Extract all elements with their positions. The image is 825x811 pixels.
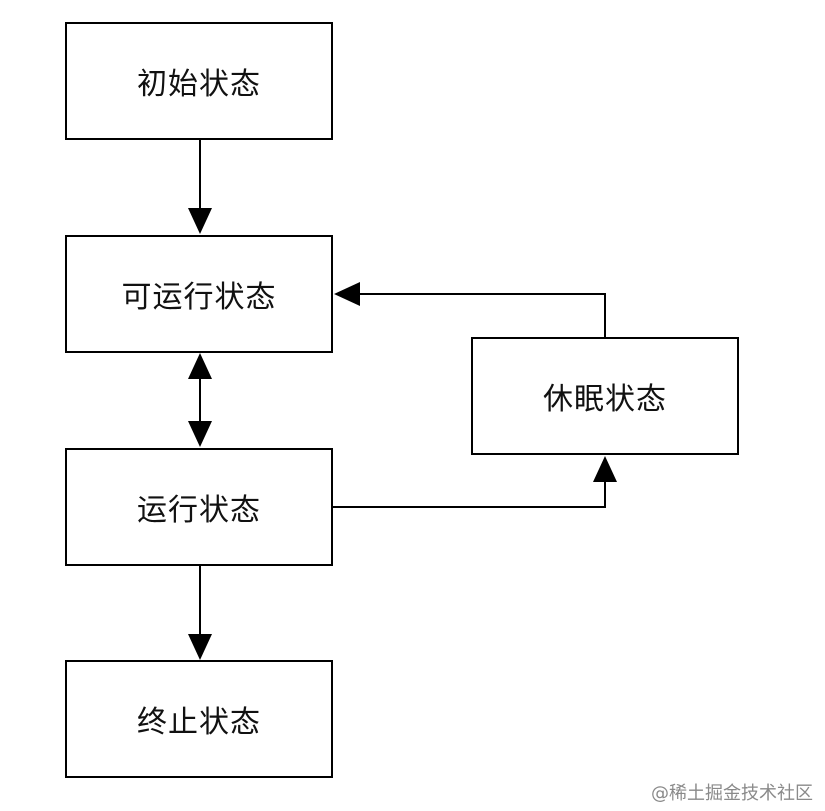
edge-initial-to-runnable — [188, 140, 212, 234]
runnable-state-label: 可运行状态 — [121, 280, 277, 315]
sleeping-state-node: 休眠状态 — [471, 337, 739, 455]
running-state-node: 运行状态 — [65, 448, 333, 566]
terminated-state-label: 终止状态 — [137, 705, 261, 740]
runnable-state-node: 可运行状态 — [65, 235, 333, 353]
initial-state-label: 初始状态 — [137, 67, 261, 102]
edge-sleeping-to-runnable — [334, 282, 606, 337]
edge-running-to-sleeping — [333, 456, 617, 508]
edge-running-to-terminated — [188, 566, 212, 660]
sleeping-state-label: 休眠状态 — [543, 382, 667, 417]
watermark-text: @稀土掘金技术社区 — [651, 783, 813, 804]
edge-runnable-running-bidirectional — [188, 353, 212, 447]
initial-state-node: 初始状态 — [65, 22, 333, 140]
running-state-label: 运行状态 — [137, 493, 261, 528]
terminated-state-node: 终止状态 — [65, 660, 333, 778]
